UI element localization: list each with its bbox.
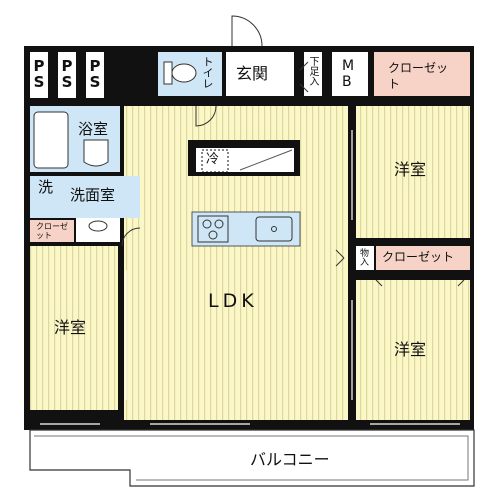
closet-top-label: クローゼット xyxy=(388,61,449,91)
wall-right-stack xyxy=(348,106,356,420)
window-marks xyxy=(40,130,460,425)
fridge-box xyxy=(201,149,229,173)
shoe-box-label: 下足入 xyxy=(307,56,318,86)
wall-bedroom-divider xyxy=(356,238,470,246)
mb-space xyxy=(332,52,368,96)
closet-mid-label: クローゼット xyxy=(382,250,455,264)
balcony-inner-rail xyxy=(34,435,469,481)
ps-label-1: PS xyxy=(33,57,45,91)
mb-label: MB xyxy=(342,58,355,90)
wash-mark-label: 洗 xyxy=(38,178,54,196)
bathtub-icon xyxy=(33,111,69,169)
bedroom-right-top xyxy=(356,106,470,238)
wash-bowl-icon xyxy=(88,220,108,232)
ps-shaft-2 xyxy=(58,52,76,98)
counter-diagonal xyxy=(239,149,293,171)
toilet-label: トイレ xyxy=(201,56,214,89)
washroom-label: 洗面室 xyxy=(70,186,116,204)
wall-closet-bottom xyxy=(356,270,470,280)
shoe-box xyxy=(304,52,322,96)
stove-icon xyxy=(197,215,229,243)
bedroom-right-bottom-label: 洋室 xyxy=(394,340,427,359)
balcony-label: バルコニー xyxy=(250,450,330,469)
fridge-label: 冷 xyxy=(206,152,220,167)
closet-top xyxy=(374,52,470,96)
ps-label-2: PS xyxy=(61,57,73,91)
balcony xyxy=(29,429,475,487)
ps-shaft-1 xyxy=(30,52,48,98)
ps-shaft-3 xyxy=(86,52,104,98)
kitchen-island xyxy=(191,211,301,247)
bath-label: 浴室 xyxy=(78,120,109,138)
bedroom-right-bottom xyxy=(356,280,470,420)
bedroom-right-top-label: 洋室 xyxy=(394,160,427,179)
closet-mid xyxy=(376,246,470,270)
storage-label: 物入 xyxy=(358,248,368,266)
closet-small xyxy=(30,220,74,242)
washbasin-icon xyxy=(83,139,109,167)
bedroom-left xyxy=(30,246,118,410)
ps-label-3: PS xyxy=(89,57,101,91)
ldk-label: LDK xyxy=(208,290,258,312)
sink-icon xyxy=(255,216,293,242)
storage-space xyxy=(356,246,374,270)
entrance-label: 玄関 xyxy=(236,64,269,83)
washroom xyxy=(30,176,140,218)
entrance xyxy=(226,52,294,96)
ldk-alcove xyxy=(150,106,300,108)
toilet-icon xyxy=(163,61,197,85)
bedroom-left-label: 洋室 xyxy=(54,318,87,337)
closet-small-label: クローゼット xyxy=(36,222,68,240)
wall-lower-left xyxy=(118,246,124,416)
